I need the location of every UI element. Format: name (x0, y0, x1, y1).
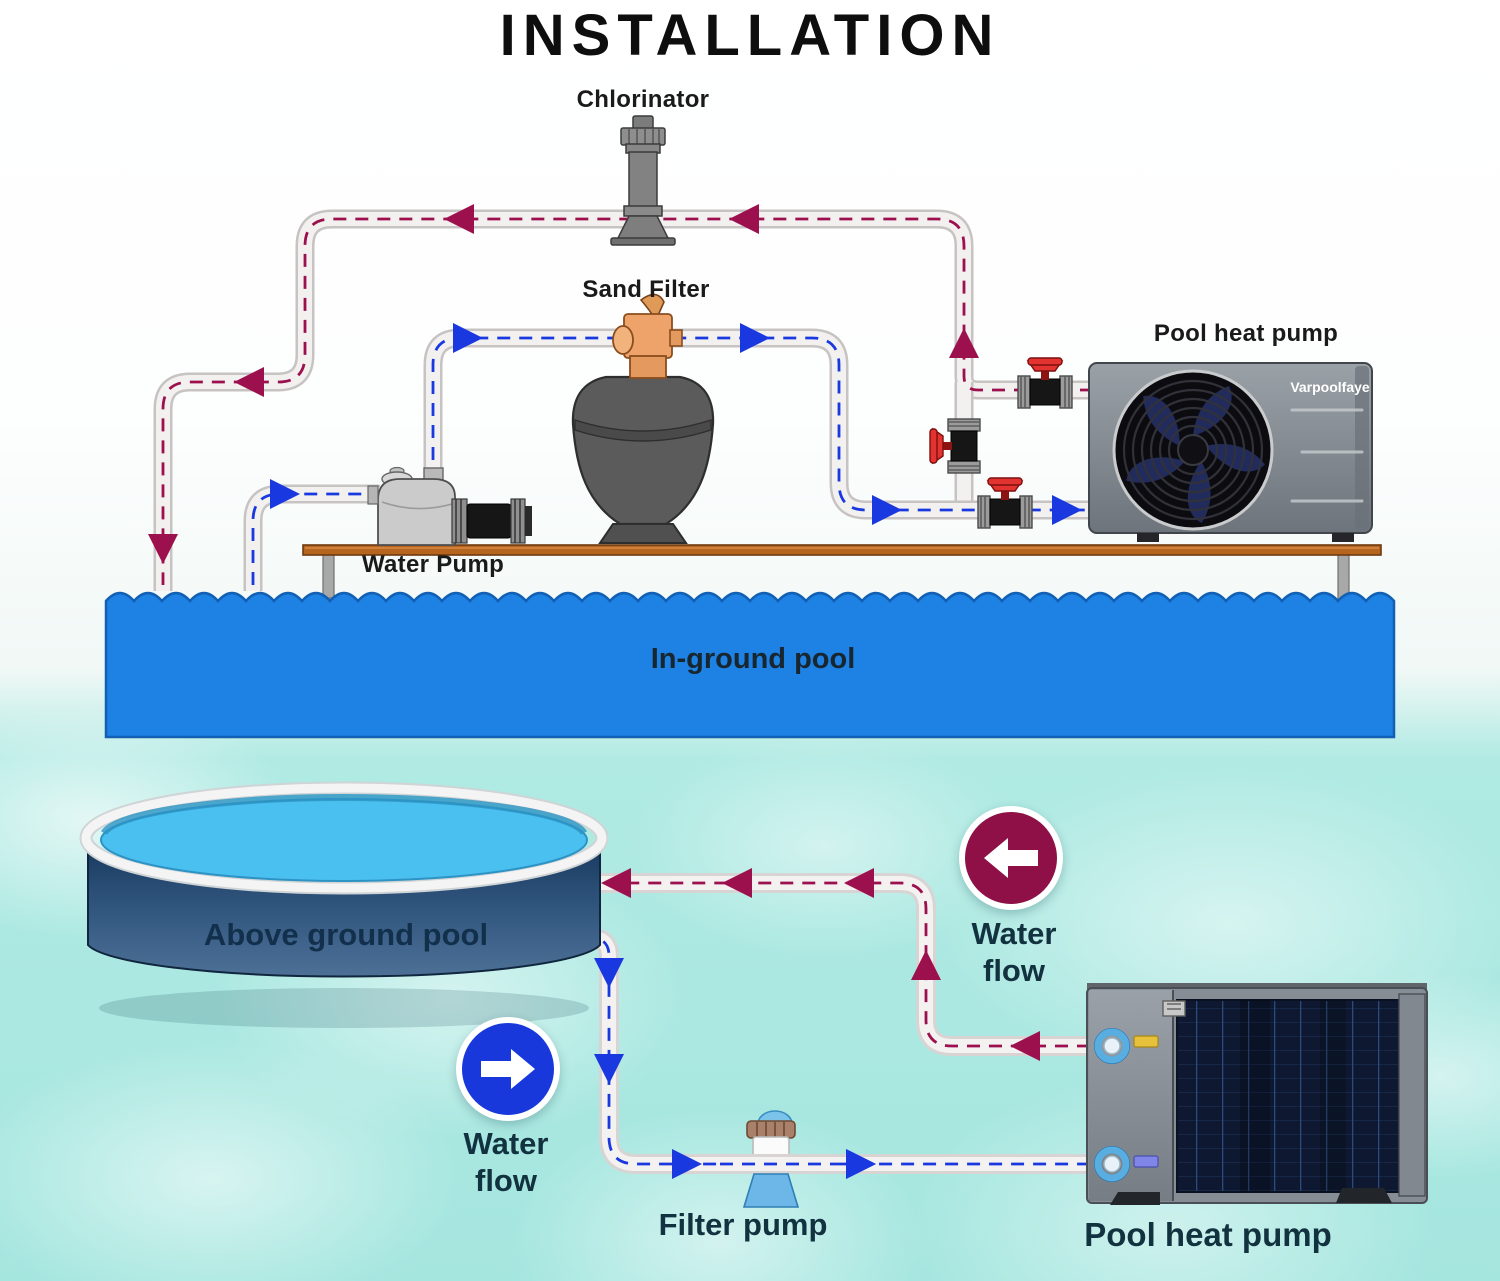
above-ground-pool-label: Above ground pool (203, 917, 489, 952)
supply-flow-dashes-bottom (560, 936, 1112, 1166)
valve-return (1017, 357, 1073, 409)
water-flow-badge-supply (456, 1017, 560, 1121)
in-ground-pool-label: In-ground pool (650, 643, 856, 675)
water-pump-label: Water Pump (361, 551, 505, 578)
supply-flow-dashes-top (251, 336, 1093, 585)
above-ground-pool (79, 781, 609, 1028)
heat-pump-label-bottom: Pool heat pump (1084, 1216, 1332, 1253)
supply-flow-arrows-bottom (594, 958, 876, 1179)
left-arrow-icon (984, 838, 1038, 878)
pool-heat-pump-top: Varpoolfaye (1088, 362, 1373, 542)
chlorinator (610, 115, 676, 246)
valve-bypass (929, 418, 981, 474)
filter-pump-label: Filter pump (658, 1207, 828, 1242)
sand-filter-label: Sand Filter (582, 276, 710, 303)
sand-filter (571, 293, 715, 544)
filter-pump-base (742, 1173, 800, 1208)
equipment-platform (302, 544, 1382, 605)
water-pump (367, 466, 532, 546)
supply-flow-arrows-top (270, 323, 1082, 525)
in-ground-pool-water (104, 591, 1396, 739)
supply-pipe-over-filter-pump (720, 1149, 876, 1179)
water-flow-label-return: Water flow (971, 916, 1057, 988)
return-flow-arrows-bottom (601, 868, 1040, 1061)
right-arrow-icon (481, 1049, 535, 1089)
water-flow-badge-return (959, 806, 1063, 910)
return-flow-arrows-top (148, 204, 979, 564)
valve-supply (977, 477, 1033, 529)
pool-heat-pump-bottom (1086, 983, 1428, 1205)
return-flow-dashes-top (161, 217, 1093, 585)
chlorinator-label: Chlorinator (576, 86, 710, 113)
heat-pump-brand: Varpoolfaye (1290, 379, 1370, 395)
heat-pump-label-top: Pool heat pump (1153, 320, 1339, 347)
water-flow-label-supply: Water flow (463, 1126, 549, 1198)
page-title: INSTALLATION (499, 3, 1001, 68)
